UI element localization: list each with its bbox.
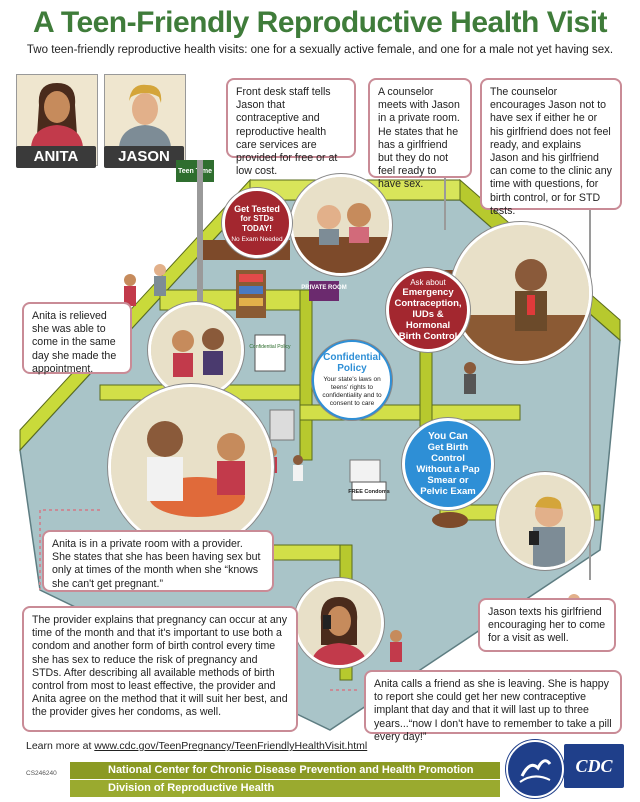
- scene-front-desk: [290, 174, 392, 276]
- emergency-badge-line1: Ask about: [410, 278, 446, 287]
- scene-anita-calling: [294, 578, 384, 668]
- caption-jason-texts: Jason texts his girlfriend encouraging h…: [478, 598, 616, 652]
- learn-more: Learn more at www.cdc.gov/TeenPregnancy/…: [26, 740, 367, 752]
- cdc-logo-icon: CDC: [564, 744, 624, 788]
- scene-counselor: [450, 222, 592, 364]
- page-title: A Teen-Friendly Reproductive Health Visi…: [32, 6, 608, 39]
- learn-more-prefix: Learn more at: [26, 740, 95, 752]
- confidential-poster-text: Confidential Policy: [249, 344, 291, 350]
- std-testing-badge: Get Tested for STDs TODAY! No Exam Neede…: [222, 188, 292, 258]
- caption-provider-explains: The provider explains that pregnancy can…: [22, 606, 298, 732]
- anita-portrait: [16, 74, 98, 166]
- caption-counselor-encourages: The counselor encourages Jason not to ha…: [480, 78, 622, 217]
- std-badge-line2: for STDs TODAY!: [240, 213, 274, 233]
- confidential-badge-title: Confidential Policy: [323, 352, 381, 374]
- footer-center-name: National Center for Chronic Disease Prev…: [70, 762, 500, 779]
- emergency-badge-line2: Emergency Contraception, IUDs & Hormonal…: [394, 287, 462, 342]
- anita-label: ANITA: [16, 146, 96, 168]
- learn-more-link[interactable]: www.cdc.gov/TeenPregnancy/TeenFriendlyHe…: [94, 740, 368, 752]
- scene-jason-texting: [496, 472, 594, 570]
- page-subtitle: Two teen-friendly reproductive health vi…: [26, 44, 614, 56]
- teen-time-sign: Teen Time: [178, 168, 212, 175]
- jason-label: JASON: [104, 146, 184, 168]
- caption-anita-calls: Anita calls a friend as she is leaving. …: [364, 670, 622, 743]
- emergency-contraception-badge: Ask about Emergency Contraception, IUDs …: [386, 268, 470, 352]
- cdc-logo-text: CDC: [575, 755, 613, 776]
- caption-front-desk: Front desk staff tells Jason that contra…: [226, 78, 356, 177]
- std-badge-line1: Get Tested: [234, 203, 280, 214]
- private-room-sign: PRIVATE ROOM: [301, 285, 346, 291]
- hhs-seal-icon: [506, 740, 564, 798]
- document-code: CS246240: [26, 770, 57, 777]
- caption-counselor-meets: A counselor meets with Jason in a privat…: [368, 78, 472, 190]
- footer-division-name: Division of Reproductive Health: [70, 780, 500, 797]
- caption-anita-private-room: Anita is in a private room with a provid…: [42, 530, 274, 592]
- free-condoms-sign: FREE Condoms: [348, 489, 390, 495]
- confidential-badge-body: Your state's laws on teens' rights to co…: [322, 376, 382, 407]
- std-badge-line3: No Exam Needed: [231, 235, 283, 243]
- scene-waiting: [148, 302, 244, 398]
- birth-control-badge: You Can Get Birth Control Without a Pap …: [402, 418, 494, 510]
- birth-control-badge-line2: Get Birth Control Without a Pap Smear or…: [416, 442, 480, 497]
- confidential-policy-badge: Confidential Policy Your state's laws on…: [312, 340, 392, 420]
- caption-anita-relieved: Anita is relieved she was able to come i…: [22, 302, 132, 375]
- scene-anita-provider: [108, 384, 274, 550]
- birth-control-badge-line1: You Can: [428, 431, 468, 442]
